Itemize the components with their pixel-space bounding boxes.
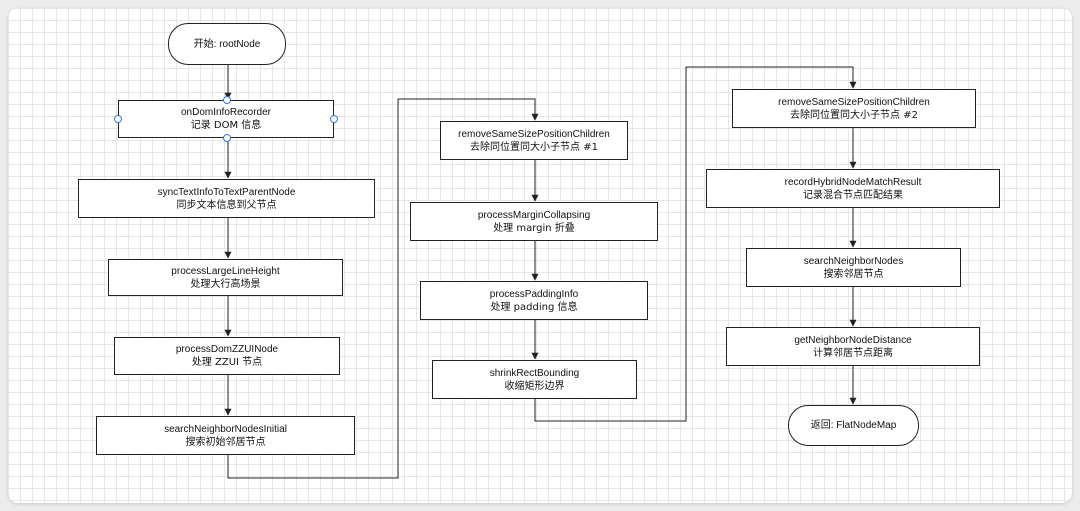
step-removeSameSizePositionChildren-2-desc: 去除同位置同大小子节点 #2 bbox=[790, 109, 918, 121]
step-processPaddingInfo[interactable]: processPaddingInfo 处理 padding 信息 bbox=[420, 281, 648, 320]
step-removeSameSizePositionChildren-2[interactable]: removeSameSizePositionChildren 去除同位置同大小子… bbox=[732, 89, 976, 128]
step-recordHybridNodeMatchResult-name: recordHybridNodeMatchResult bbox=[784, 176, 922, 188]
diagram-canvas: 开始: rootNode onDomInfoRecorder 记录 DOM 信息… bbox=[8, 8, 1072, 503]
step-searchNeighborNodesInitial-desc: 搜索初始邻居节点 bbox=[185, 436, 266, 448]
step-shrinkRectBounding-desc: 收缩矩形边界 bbox=[504, 380, 565, 392]
step-processDomZZUINode-name: processDomZZUINode bbox=[175, 344, 279, 355]
step-removeSameSizePositionChildren-1[interactable]: removeSameSizePositionChildren 去除同位置同大小子… bbox=[440, 121, 628, 160]
step-removeSameSizePositionChildren-2-name: removeSameSizePositionChildren bbox=[778, 96, 930, 108]
selection-handle-left[interactable] bbox=[114, 115, 122, 123]
selection-handle-bottom[interactable] bbox=[223, 134, 231, 142]
step-searchNeighborNodesInitial[interactable]: searchNeighborNodesInitial 搜索初始邻居节点 bbox=[96, 416, 355, 455]
step-syncTextInfoToTextParentNode-name: syncTextInfoToTextParentNode bbox=[157, 186, 296, 198]
step-getNeighborNodeDistance-name: getNeighborNodeDistance bbox=[794, 334, 912, 346]
step-syncTextInfoToTextParentNode[interactable]: syncTextInfoToTextParentNode 同步文本信息到父节点 bbox=[78, 179, 375, 218]
edge-searchInitial-to-remove1 bbox=[227, 98, 539, 479]
step-processMarginCollapsing-name: processMarginCollapsing bbox=[477, 209, 591, 221]
end-node-label: 返回: FlatNodeMap bbox=[810, 420, 897, 431]
edge-shrinkRect-to-remove2 bbox=[534, 66, 857, 422]
step-processPaddingInfo-name: processPaddingInfo bbox=[489, 288, 579, 300]
step-searchNeighborNodes-name: searchNeighborNodes bbox=[803, 255, 904, 267]
step-searchNeighborNodesInitial-name: searchNeighborNodesInitial bbox=[164, 423, 287, 435]
step-onDomInfoRecorder-desc: 记录 DOM 信息 bbox=[190, 120, 262, 131]
step-shrinkRectBounding-name: shrinkRectBounding bbox=[489, 367, 580, 379]
step-processPaddingInfo-desc: 处理 padding 信息 bbox=[490, 301, 578, 313]
step-removeSameSizePositionChildren-1-name: removeSameSizePositionChildren bbox=[458, 128, 610, 140]
connector-layer bbox=[224, 65, 857, 479]
start-node-label: 开始: rootNode bbox=[193, 38, 261, 50]
step-removeSameSizePositionChildren-1-desc: 去除同位置同大小子节点 #1 bbox=[470, 141, 598, 153]
step-searchNeighborNodes-desc: 搜索邻居节点 bbox=[823, 268, 884, 280]
step-recordHybridNodeMatchResult[interactable]: recordHybridNodeMatchResult 记录混合节点匹配结果 bbox=[706, 169, 1000, 208]
step-onDomInfoRecorder[interactable]: onDomInfoRecorder 记录 DOM 信息 bbox=[114, 96, 338, 142]
step-searchNeighborNodes[interactable]: searchNeighborNodes 搜索邻居节点 bbox=[746, 248, 961, 287]
step-processLargeLineHeight[interactable]: processLargeLineHeight 处理大行高场景 bbox=[108, 259, 343, 296]
step-shrinkRectBounding[interactable]: shrinkRectBounding 收缩矩形边界 bbox=[432, 360, 637, 399]
selection-handle-top[interactable] bbox=[223, 96, 231, 104]
step-getNeighborNodeDistance[interactable]: getNeighborNodeDistance 计算邻居节点距离 bbox=[726, 327, 980, 366]
step-getNeighborNodeDistance-desc: 计算邻居节点距离 bbox=[813, 347, 893, 359]
step-processLargeLineHeight-desc: 处理大行高场景 bbox=[190, 278, 261, 290]
step-syncTextInfoToTextParentNode-desc: 同步文本信息到父节点 bbox=[176, 199, 277, 211]
step-processDomZZUINode-desc: 处理 ZZUI 节点 bbox=[191, 357, 263, 368]
step-onDomInfoRecorder-name: onDomInfoRecorder bbox=[180, 107, 272, 118]
step-recordHybridNodeMatchResult-desc: 记录混合节点匹配结果 bbox=[803, 189, 903, 201]
selection-handle-right[interactable] bbox=[330, 115, 338, 123]
step-processDomZZUINode[interactable]: processDomZZUINode 处理 ZZUI 节点 bbox=[114, 337, 340, 375]
end-node[interactable]: 返回: FlatNodeMap bbox=[788, 405, 919, 446]
step-processMarginCollapsing-desc: 处理 margin 折叠 bbox=[493, 222, 575, 234]
start-node[interactable]: 开始: rootNode bbox=[168, 23, 286, 65]
step-processMarginCollapsing[interactable]: processMarginCollapsing 处理 margin 折叠 bbox=[410, 202, 658, 241]
step-processLargeLineHeight-name: processLargeLineHeight bbox=[171, 265, 280, 277]
